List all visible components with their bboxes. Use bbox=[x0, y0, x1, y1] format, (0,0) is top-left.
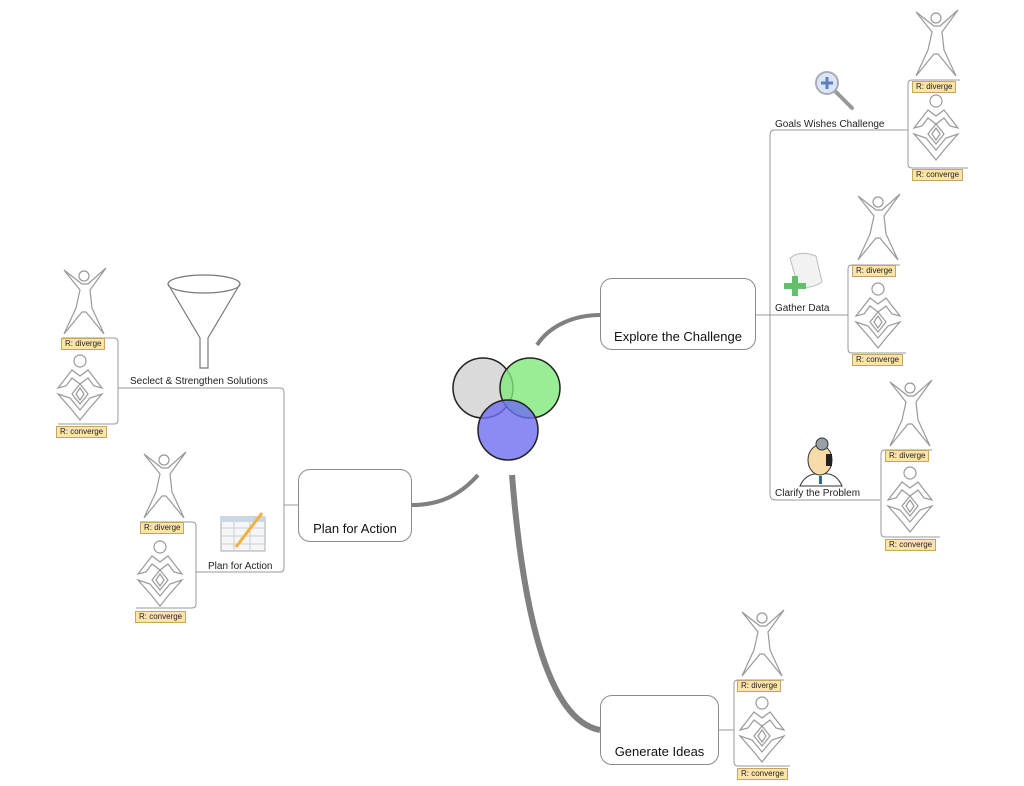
main-topic-label: Explore the Challenge bbox=[614, 329, 742, 344]
main-topic-explore[interactable]: Explore the Challenge bbox=[600, 278, 756, 350]
main-topic-plan[interactable]: Plan for Action bbox=[298, 469, 412, 542]
connector-plan bbox=[411, 473, 480, 507]
subtopic-select[interactable]: Seclect & Strengthen Solutions bbox=[130, 376, 268, 387]
subtopic-gather[interactable]: Gather Data bbox=[775, 303, 830, 314]
converge-figure-icon bbox=[739, 696, 785, 763]
bracket-goals bbox=[907, 79, 968, 169]
tag-diverge: R: diverge bbox=[852, 265, 897, 277]
doctor-examining-icon bbox=[799, 437, 843, 487]
spreadsheet-pencil-icon bbox=[220, 512, 266, 552]
converge-figure-icon bbox=[913, 94, 959, 161]
diverge-figure-icon bbox=[741, 609, 785, 677]
tag-converge: R: converge bbox=[737, 768, 789, 780]
tag-diverge: R: diverge bbox=[912, 81, 957, 93]
subtopic-goals[interactable]: Goals Wishes Challenge bbox=[775, 119, 885, 130]
subtopic-plan[interactable]: Plan for Action bbox=[208, 561, 273, 572]
subtopic-clarify[interactable]: Clarify the Problem bbox=[775, 488, 861, 499]
tag-converge: R: converge bbox=[56, 426, 108, 438]
converge-figure-icon bbox=[855, 282, 901, 349]
magnifier-plus-icon bbox=[815, 71, 854, 110]
main-topic-label: Plan for Action bbox=[313, 521, 397, 536]
converge-figure-icon bbox=[887, 466, 933, 533]
connector-explore-subs bbox=[756, 129, 908, 501]
main-topic-generate[interactable]: Generate Ideas bbox=[600, 695, 719, 765]
tag-converge: R: converge bbox=[852, 354, 904, 366]
diverge-figure-icon bbox=[63, 267, 107, 335]
connector-generate bbox=[509, 474, 601, 733]
bracket-clarify bbox=[880, 449, 940, 538]
tag-diverge: R: diverge bbox=[61, 338, 106, 350]
diverge-figure-icon bbox=[915, 9, 959, 77]
tag-diverge: R: diverge bbox=[140, 522, 185, 534]
tag-converge: R: converge bbox=[135, 611, 187, 623]
diverge-figure-icon bbox=[143, 451, 187, 519]
scroll-add-icon bbox=[784, 252, 823, 296]
funnel-icon bbox=[167, 274, 241, 369]
venn-logo[interactable] bbox=[452, 357, 561, 461]
diverge-figure-icon bbox=[889, 379, 933, 447]
tag-converge: R: converge bbox=[912, 169, 964, 181]
bracket-gather bbox=[847, 264, 906, 354]
tag-diverge: R: diverge bbox=[737, 680, 782, 692]
diverge-figure-icon bbox=[857, 193, 901, 261]
bracket-select bbox=[58, 337, 119, 425]
tag-converge: R: converge bbox=[885, 539, 937, 551]
connector-plan-subs bbox=[118, 387, 298, 573]
blue-circle bbox=[477, 399, 539, 461]
main-topic-label: Generate Ideas bbox=[614, 744, 705, 759]
converge-figure-icon bbox=[57, 354, 103, 421]
converge-figure-icon bbox=[137, 540, 183, 607]
tag-diverge: R: diverge bbox=[885, 450, 930, 462]
connector-explore bbox=[535, 313, 601, 347]
